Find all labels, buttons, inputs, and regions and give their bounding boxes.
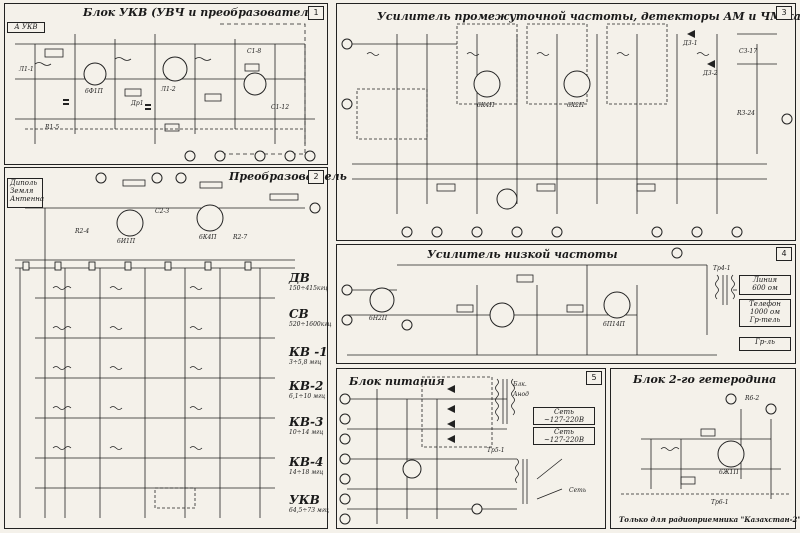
comp-label: 6Ф1П [85,88,103,95]
comp-label: C3-17 [739,48,758,55]
comp-label: Тр5-1 [487,447,505,454]
if-amplifier-schematic [341,23,793,238]
comp-label: Д3-2 [703,70,718,77]
comp-label: Тр6-1 [711,499,729,506]
power-label: Анод [513,391,529,398]
panel-title: Блок питания [349,375,445,388]
antenna-box: Диполь Земля Антенна [7,178,45,208]
output-speaker: Гр-ль [739,337,791,351]
af-amplifier-schematic [341,247,737,356]
converter-schematic [15,172,321,518]
antenna-dipole-label: Диполь [10,179,38,187]
comp-label: Л1-1 [19,66,34,73]
panel-number: 1 [308,6,324,20]
uhf-schematic [15,23,316,162]
mains-127-220-a: Сеть~127-220В [533,407,595,425]
comp-label: C1-8 [247,48,262,55]
comp-label: 6И1П [117,238,136,245]
comp-label: R6-2 [745,395,760,402]
comp-label: 6Ж1П [719,469,739,476]
comp-label: 6Х2П [567,102,585,109]
uhf-tag: А УКВ [7,22,45,33]
comp-label: Л1-2 [161,86,176,93]
panel-title: Усилитель промежуточной частоты, детекто… [377,10,800,23]
comp-label: R2-4 [75,228,90,235]
panel-second-oscillator: Блок 2-го гетеродина 6Ж1П R6-2 Тр6-1 Тол… [610,368,800,529]
comp-label: R3-24 [737,110,755,117]
antenna-label: Антенна [10,195,45,203]
panel-af-amplifier: Усилитель низкой частоты 4 6Н2П 6П14П Тр… [336,244,796,364]
comp-label: 6К4П [477,102,495,109]
power-label: Блк. [513,381,527,388]
model-note: Только для радиоприемника "Казахстан-2" [619,515,800,524]
comp-label: R2-7 [233,234,248,241]
panel-title: Блок 2-го гетеродина [633,373,777,386]
panel-converter: Преобразователь 2 Диполь Земля Антенна 6… [4,167,347,529]
comp-label: Д3-1 [683,40,698,47]
panel-title: Усилитель низкой частоты [427,248,618,261]
panel-number: 4 [776,247,792,261]
panel-number: 2 [308,170,324,184]
panel-number: 5 [586,371,602,385]
comp-label: Др1 [131,100,144,107]
antenna-ground-label: Земля [10,187,34,195]
comp-label: 6К4П [199,234,217,241]
panel-if-amplifier: Усилитель промежуточной частоты, детекто… [336,3,800,241]
comp-label: 6Н2П [369,315,388,322]
comp-label: C2-3 [155,208,170,215]
comp-label: C1-12 [271,104,290,111]
panel-number: 3 [776,6,792,20]
mains-127-220-b: Сеть~127-220В [533,427,595,445]
power-label: Сеть [569,487,587,494]
comp-label: Тр4-1 [713,265,731,272]
second-oscillator-schematic [621,393,791,499]
comp-label: R1-5 [45,124,60,131]
power-supply-schematic [339,376,563,525]
comp-label: 6П14П [603,321,625,328]
panel-uhf-block: Блок УКВ (УВЧ и преобразователь) 1 А УКВ… [4,3,328,165]
panel-power-supply: Блок питания 5 Блк. Анод Сеть~127-220В С… [336,368,606,529]
panel-title: Блок УКВ (УВЧ и преобразователь) [83,6,321,19]
